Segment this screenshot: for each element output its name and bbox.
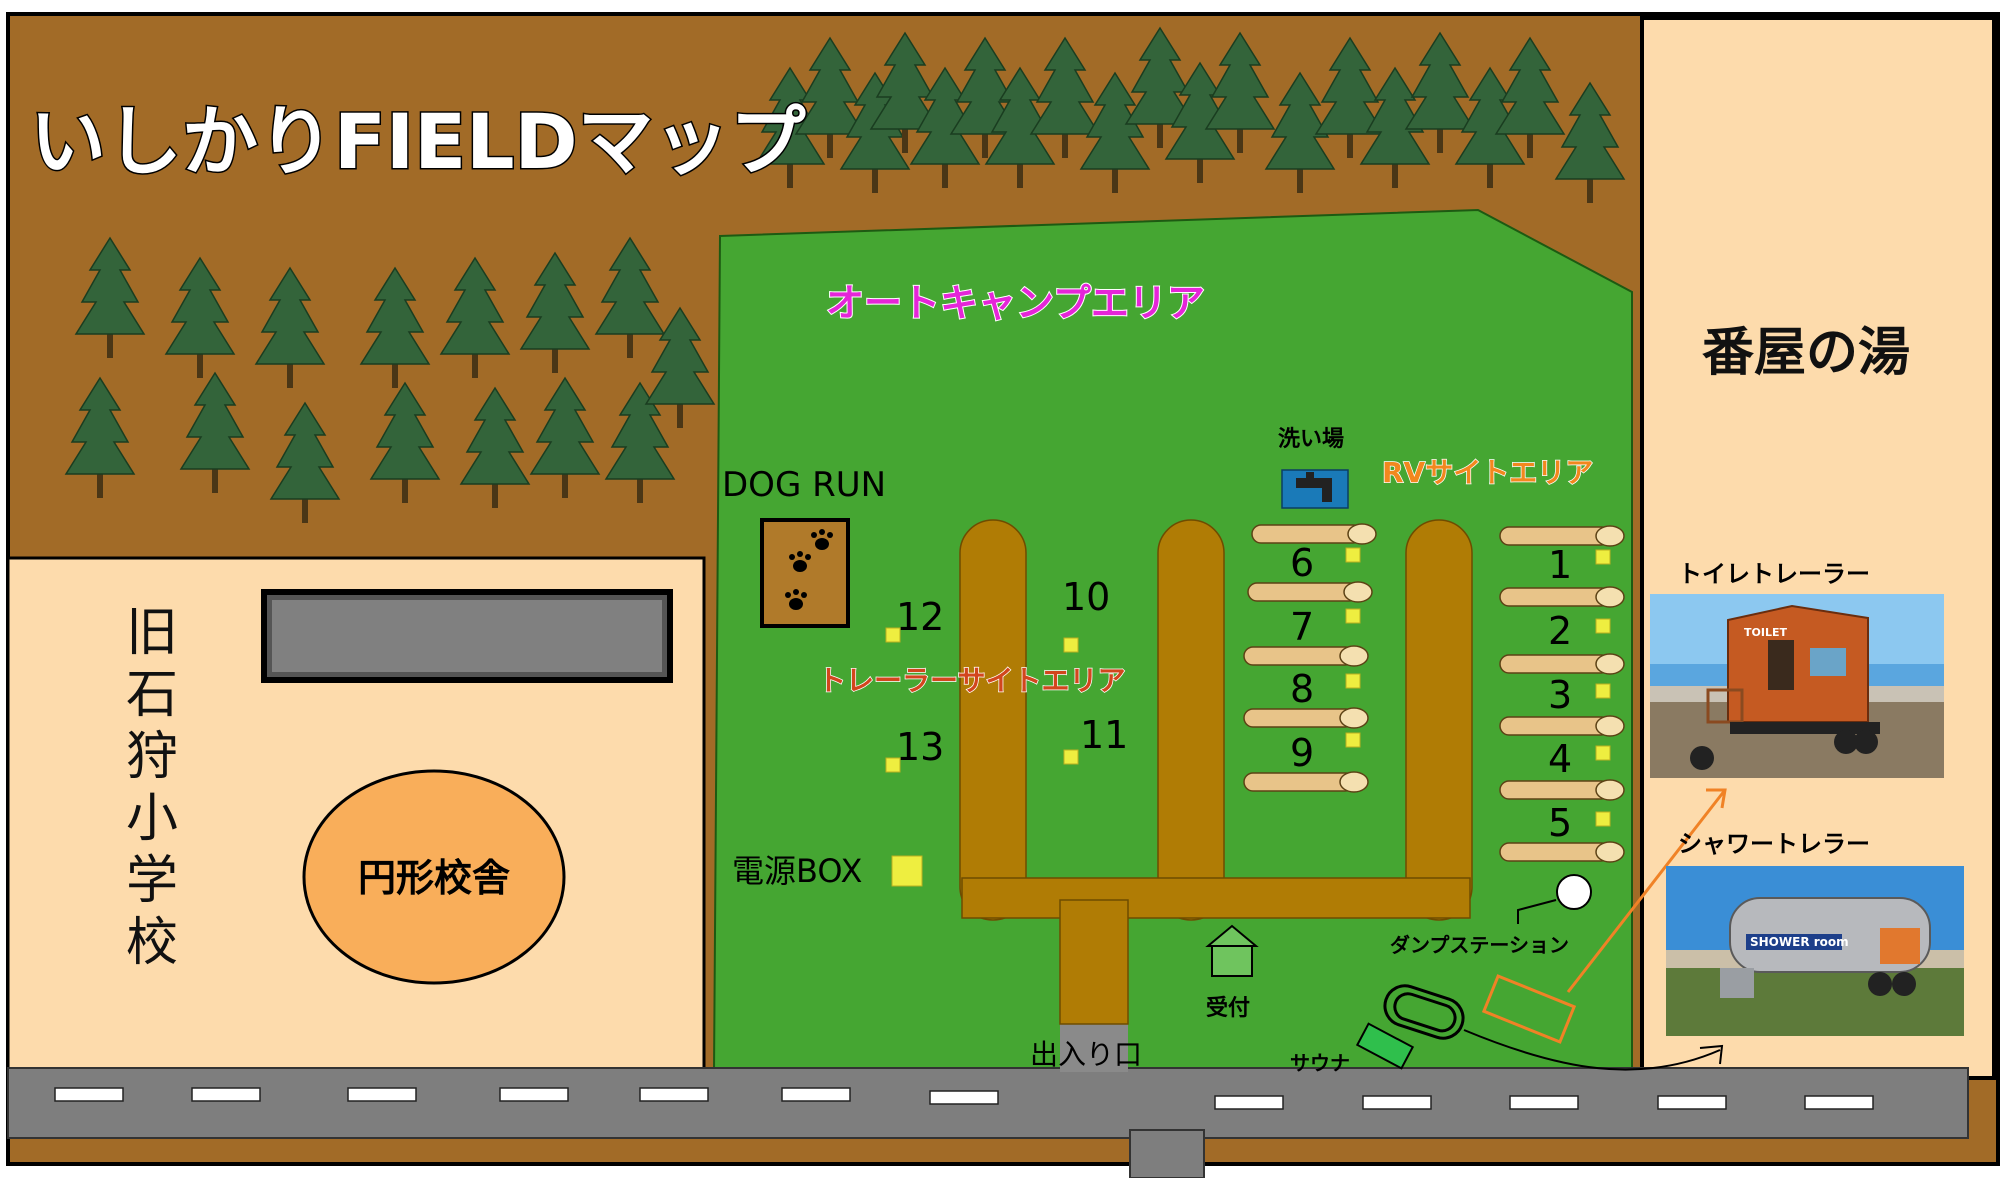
entrance-label: 出入り口 (1030, 1038, 1142, 1071)
dump-station-pointer (1517, 899, 1557, 924)
toilet-trailer-label: トイレトレーラー (1678, 560, 1870, 588)
site-markers (885, 547, 1611, 887)
site-number-9: 9 (1290, 731, 1314, 775)
entrance-strip (1060, 1022, 1128, 1072)
toilet-sign: TOILET (1744, 626, 1787, 639)
rv-site-label: RVサイトエリア (1382, 456, 1593, 489)
round-school-building (302, 769, 566, 985)
site-number-6: 6 (1290, 541, 1314, 585)
old-school-char: 学 (126, 851, 178, 911)
old-school-char: 小 (126, 789, 178, 849)
old-school-char: 旧 (126, 603, 178, 663)
faucet-icon (1281, 469, 1349, 509)
site-number-10: 10 (1062, 575, 1110, 619)
capsule-tub-icon (1383, 984, 1465, 1040)
shower-trailer-label: シャワートレラー (1678, 830, 1870, 858)
site-number-12: 12 (896, 595, 944, 639)
banya-label: 番屋の湯 (1702, 323, 1910, 383)
sauna-label: サウナ (1290, 1051, 1350, 1075)
site-number-7: 7 (1290, 605, 1314, 649)
campground-paths (959, 519, 1473, 1025)
trailer-site-label: トレーラーサイトエリア (818, 664, 1125, 697)
dog-run-pen (760, 518, 850, 628)
site-number-13: 13 (896, 725, 944, 769)
shower-trailer-photo: SHOWER room (1666, 866, 1964, 1036)
site-number-5: 5 (1548, 801, 1572, 845)
toilet-arrow (1566, 789, 1727, 993)
map-title: いしかりFIELDマップ (30, 97, 806, 186)
dog-run-label: DOG RUN (722, 465, 886, 505)
site-number-group: 1 2 3 4 5 6 7 8 9 10 11 12 13 (896, 541, 1572, 845)
toilet-arrow-head (1706, 788, 1727, 809)
site-number-11: 11 (1080, 713, 1128, 757)
round-school-label: 円形校舎 (358, 856, 510, 900)
shower-arrow-head (1699, 1044, 1724, 1065)
trailer-outline (1481, 974, 1577, 1044)
site-number-2: 2 (1548, 609, 1572, 653)
power-box-marker (891, 855, 923, 887)
site-number-8: 8 (1290, 667, 1314, 711)
old-school-char: 校 (126, 913, 178, 973)
site-number-4: 4 (1548, 737, 1572, 781)
power-box-label: 電源BOX (732, 852, 862, 890)
site-number-1: 1 (1548, 543, 1572, 587)
site-number-3: 3 (1548, 673, 1572, 717)
paw-print-icon (785, 529, 833, 610)
old-school-char: 石 (126, 665, 178, 725)
road-center-dashes (54, 1087, 1874, 1110)
wash-area-label: 洗い場 (1278, 427, 1344, 452)
side-road (1129, 1129, 1205, 1178)
reception-hut-icon (1205, 924, 1259, 977)
shower-arrow (1463, 1029, 1721, 1071)
old-school-label: 旧石狩小学校 (126, 603, 178, 973)
reception-label: 受付 (1206, 995, 1250, 1021)
dump-station-circle-icon (1556, 874, 1592, 910)
svg-text:旧石狩小学校: 旧石狩小学校 (126, 603, 178, 973)
old-school-char: 狩 (126, 727, 178, 787)
shower-sign: SHOWER room (1750, 935, 1849, 949)
toilet-trailer-photo: TOILET (1650, 594, 1944, 778)
school-building-inner (272, 600, 662, 672)
auto-camp-label: オートキャンプエリア (826, 281, 1205, 325)
sauna-hut (1355, 1022, 1415, 1070)
dump-station-label: ダンプステーション (1390, 933, 1569, 957)
